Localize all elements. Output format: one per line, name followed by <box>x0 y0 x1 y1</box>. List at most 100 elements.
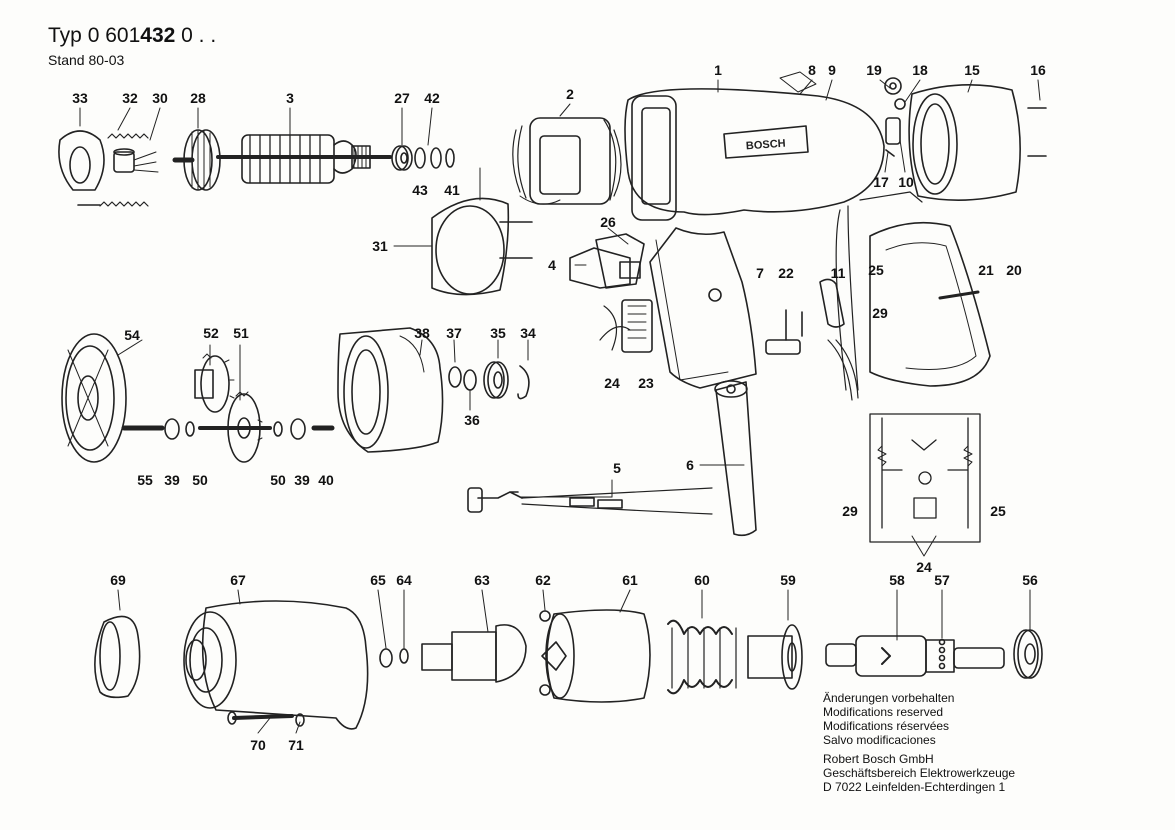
company-line: Geschäftsbereich Elektrowerkzeuge <box>823 766 1016 780</box>
leader-lines <box>79 79 1041 734</box>
part-51-gear <box>198 391 272 463</box>
part-21-screw <box>938 290 980 300</box>
part-34-circlip <box>517 365 530 400</box>
part-number-label: 24 <box>604 375 620 391</box>
part-number-label: 2 <box>566 86 574 102</box>
part-6-side-handle <box>714 380 757 537</box>
part-number-label: 32 <box>122 90 138 106</box>
part-number-label: 11 <box>830 265 846 281</box>
part-37-washer <box>448 366 462 388</box>
part-20-handle-half <box>869 221 991 387</box>
part-number-label: 64 <box>396 572 412 588</box>
company-line: Robert Bosch GmbH <box>823 752 934 766</box>
part-number-label: 30 <box>152 90 168 106</box>
part-number-label: 55 <box>137 472 153 488</box>
housing-brand: BOSCH <box>746 138 787 153</box>
part-number-label: 5 <box>613 460 621 476</box>
part-18-nut <box>894 98 906 110</box>
part-33-clip <box>58 130 105 206</box>
part-10-brush-holder <box>885 117 901 145</box>
part-number-label: 29 <box>842 503 858 519</box>
part-67-front-housing <box>183 600 369 730</box>
part-59-sleeve <box>747 624 803 690</box>
part-number-label: 34 <box>520 325 536 341</box>
part-11-cable-guard <box>819 278 845 328</box>
part-54-flange <box>61 333 127 463</box>
part-number-label: 9 <box>828 62 836 78</box>
part-number-label: 3 <box>286 90 294 106</box>
part-number-label: 52 <box>203 325 219 341</box>
part-56-bearing <box>1013 629 1043 679</box>
part-70-screw <box>227 711 294 725</box>
part-27-bearing <box>391 145 413 171</box>
part-number-label: 27 <box>394 90 410 106</box>
part-number-label: 61 <box>622 572 638 588</box>
part-65-ring <box>379 648 393 668</box>
part-30-carbon-brush <box>113 148 159 173</box>
part-36-washer <box>463 369 477 391</box>
part-23-capacitor <box>621 299 653 353</box>
part-38-gear-housing <box>337 327 444 453</box>
part-number-label: 22 <box>778 265 794 281</box>
part-50-washer <box>185 421 283 437</box>
part-62-ball <box>539 610 551 696</box>
part-number-label: 26 <box>600 214 616 230</box>
part-number-label: 39 <box>294 472 310 488</box>
part-number-label: 29 <box>872 305 888 321</box>
part-24-wiring <box>599 305 631 351</box>
part-number-label: 31 <box>372 238 388 254</box>
part-number-label: 39 <box>164 472 180 488</box>
title-number-bold: 432 <box>140 24 176 47</box>
part-number-label: 36 <box>464 412 480 428</box>
part-15-end-cover <box>908 84 1021 201</box>
part-number-label: 19 <box>866 62 882 78</box>
part-number-label: 37 <box>446 325 462 341</box>
part-number-label: 51 <box>233 325 249 341</box>
part-1-housing <box>624 71 885 389</box>
part-number-label: 69 <box>110 572 126 588</box>
part-22-terminal-block <box>765 309 803 355</box>
part-number-label: 10 <box>898 174 914 190</box>
part-number-label: 63 <box>474 572 490 588</box>
note-line: Salvo modificaciones <box>823 733 936 747</box>
part-number-label: 42 <box>424 90 440 106</box>
part-number-label: 25 <box>990 503 1006 519</box>
document-title: Typ 0 601432 0 . . <box>48 24 216 48</box>
part-64-ring <box>399 648 409 664</box>
part-number-label: 67 <box>230 572 246 588</box>
part-number-label: 41 <box>444 182 460 198</box>
part-number-label: 40 <box>318 472 334 488</box>
part-31-air-guide <box>431 167 533 296</box>
part-number-label: 35 <box>490 325 506 341</box>
title-suffix: 0 . . <box>181 24 217 47</box>
part-39-bushing <box>164 418 306 440</box>
title-prefix: Typ <box>48 24 82 47</box>
part-35-bearing <box>483 361 509 399</box>
part-60-spring <box>667 619 737 695</box>
part-number-label: 28 <box>190 90 206 106</box>
part-32-spring <box>99 133 149 207</box>
part-number-label: 23 <box>638 375 654 391</box>
company-line: D 7022 Leinfelden-Echterdingen 1 <box>823 780 1006 794</box>
part-19-knob <box>884 77 902 95</box>
part-52-gear <box>194 353 235 413</box>
part-number-label: 59 <box>780 572 796 588</box>
part-washers-41-43 <box>414 147 455 169</box>
part-17-screw <box>885 149 895 157</box>
part-number-label: 65 <box>370 572 386 588</box>
part-number-label: 24 <box>916 559 932 575</box>
part-number-label: 18 <box>912 62 928 78</box>
part-number-label: 56 <box>1022 572 1038 588</box>
part-69-cap <box>94 615 141 699</box>
part-number-label: 33 <box>72 90 88 106</box>
part-63-anvil <box>421 624 527 683</box>
part-number-label: 50 <box>192 472 208 488</box>
part-number-label: 43 <box>412 182 428 198</box>
wiring-schematic <box>869 413 981 557</box>
part-number-label: 4 <box>548 257 556 273</box>
part-number-label: 38 <box>414 325 430 341</box>
part-number-label: 17 <box>873 174 889 190</box>
part-71-washer <box>295 713 305 727</box>
